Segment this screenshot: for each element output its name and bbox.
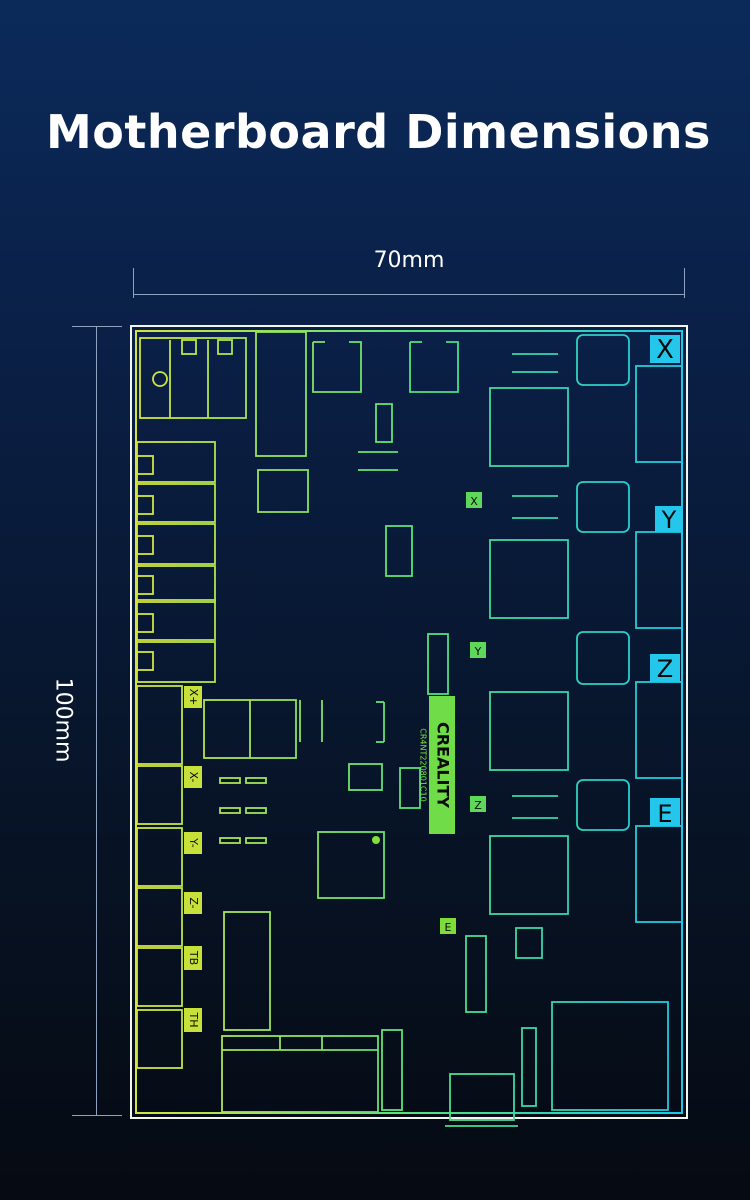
width-dimension-line xyxy=(133,294,685,295)
axis-label-x: X xyxy=(656,335,674,365)
capacitor xyxy=(257,469,309,513)
board-code: CR4NT220801C10 xyxy=(419,728,428,801)
usb-connector xyxy=(551,1001,669,1111)
width-tick-left xyxy=(133,268,134,298)
width-tick-right xyxy=(684,268,685,298)
board-outline xyxy=(130,325,688,1119)
small-label-y: Y xyxy=(474,645,482,658)
axis-label-e: E xyxy=(657,800,672,828)
board-inner-outline xyxy=(135,330,683,1114)
thermistor-bed: TB xyxy=(187,950,200,965)
small-label-e: E xyxy=(445,921,452,934)
height-tick-bottom xyxy=(72,1115,122,1116)
thermistor-hotend: TH xyxy=(187,1012,200,1028)
width-label: 70mm xyxy=(373,248,445,273)
axis-label-e-box xyxy=(650,798,680,826)
endstop-y-minus: Y- xyxy=(187,837,200,847)
height-dimension-line xyxy=(96,326,97,1116)
power-connector xyxy=(139,337,247,419)
height-tick-top xyxy=(72,326,122,327)
axis-label-z: Z xyxy=(657,655,673,683)
tall-component xyxy=(255,331,307,457)
endstop-labels: X+ X- Y- Z- TB TH xyxy=(184,686,202,1032)
capacitor xyxy=(409,341,459,393)
endstop-x-minus: X- xyxy=(187,772,200,783)
small-label-z: Z xyxy=(474,799,482,812)
small-axis-labels: X Y Z E xyxy=(440,492,486,934)
board-components xyxy=(136,331,683,1127)
brand-block xyxy=(429,696,455,834)
axis-label-z-box xyxy=(650,654,680,682)
endstop-z-minus: Z- xyxy=(187,897,200,908)
page-title: Motherboard Dimensions xyxy=(46,105,711,159)
endstop-x-plus: X+ xyxy=(187,689,200,706)
capacitor xyxy=(312,341,362,393)
axis-label-x-box xyxy=(650,335,680,363)
small-label-x: X xyxy=(470,495,478,508)
axis-labels: X Y Z E xyxy=(650,335,683,828)
axis-label-y: Y xyxy=(661,506,677,534)
brand-text: CREALITY xyxy=(434,722,453,808)
mcu-chip xyxy=(317,831,385,899)
axis-label-y-box xyxy=(655,506,683,532)
